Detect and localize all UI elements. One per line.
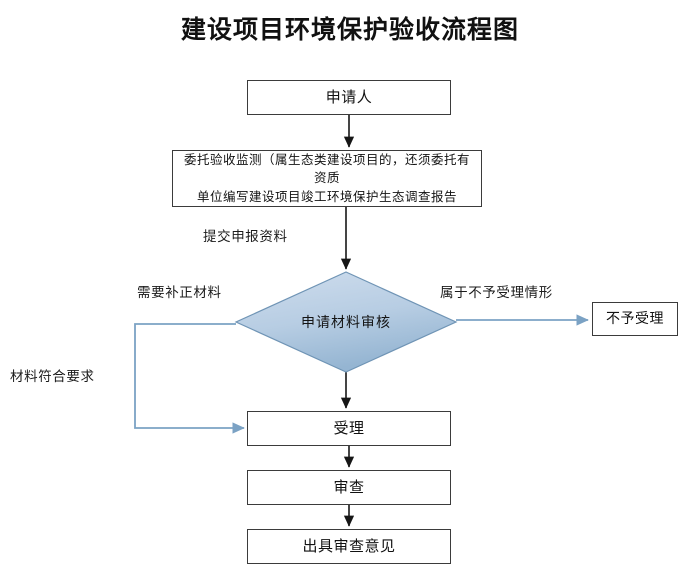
node-not-accepted-label: 不予受理 <box>606 310 664 327</box>
edge-label-belongs-not-accepted: 属于不予受理情形 <box>440 285 553 301</box>
edge-label-submit-materials: 提交申报资料 <box>203 229 288 245</box>
edge-review-supplement-loop <box>134 323 245 434</box>
edge-label-need-supplement: 需要补正材料 <box>137 285 222 301</box>
edge-label-materials-conform: 材料符合要求 <box>10 369 95 385</box>
node-examine-label: 审查 <box>333 477 365 496</box>
node-entrust-monitoring[interactable]: 委托验收监测（属生态类建设项目的，还须委托有资质 单位编写建设项目竣工环境保护生… <box>172 150 482 207</box>
node-not-accepted[interactable]: 不予受理 <box>592 302 678 336</box>
node-accept[interactable]: 受理 <box>247 411 451 446</box>
node-material-review[interactable]: 申请材料审核 <box>236 272 456 372</box>
node-applicant[interactable]: 申请人 <box>247 80 451 115</box>
node-issue-opinion[interactable]: 出具审查意见 <box>247 529 451 564</box>
node-material-review-label: 申请材料审核 <box>301 315 391 331</box>
node-issue-opinion-label: 出具审查意见 <box>302 536 396 555</box>
node-examine[interactable]: 审查 <box>247 470 451 505</box>
node-accept-label: 受理 <box>333 418 365 437</box>
page-title: 建设项目环境保护验收流程图 <box>180 15 519 44</box>
node-applicant-label: 申请人 <box>325 87 373 106</box>
node-entrust-monitoring-label: 委托验收监测（属生态类建设项目的，还须委托有资质 单位编写建设项目竣工环境保护生… <box>183 152 470 204</box>
